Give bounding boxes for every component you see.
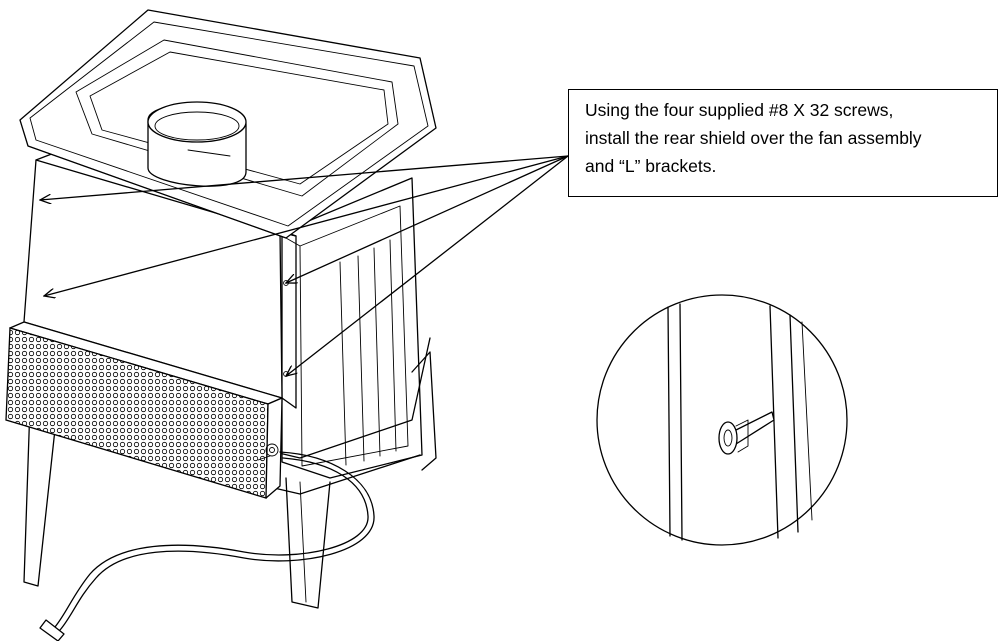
callout-line-1: Using the four supplied #8 X 32 screws, (585, 100, 894, 120)
stove-leg-front-right (285, 477, 331, 609)
leader-arrow-bottom-left (44, 155, 569, 296)
leader-arrow-top-right (286, 155, 569, 283)
callout-line-2: install the rear shield over the fan ass… (585, 128, 922, 148)
power-cord (59, 451, 375, 631)
leader-arrow-top-left (40, 155, 569, 200)
detail-circle (596, 294, 848, 546)
power-plug (39, 619, 65, 641)
stove-leg-rear-right (411, 351, 437, 471)
screw-head-detail (718, 421, 738, 455)
stove-leg-front-left (23, 404, 57, 587)
leader-arrow-bottom-right (286, 155, 569, 376)
instruction-callout: Using the four supplied #8 X 32 screws, … (568, 89, 998, 197)
leader-arrows (40, 155, 569, 376)
callout-line-3: and “L” brackets. (585, 156, 717, 176)
detail-view (596, 294, 848, 546)
stove-drawing (5, 9, 437, 641)
flue-collar (147, 101, 247, 143)
